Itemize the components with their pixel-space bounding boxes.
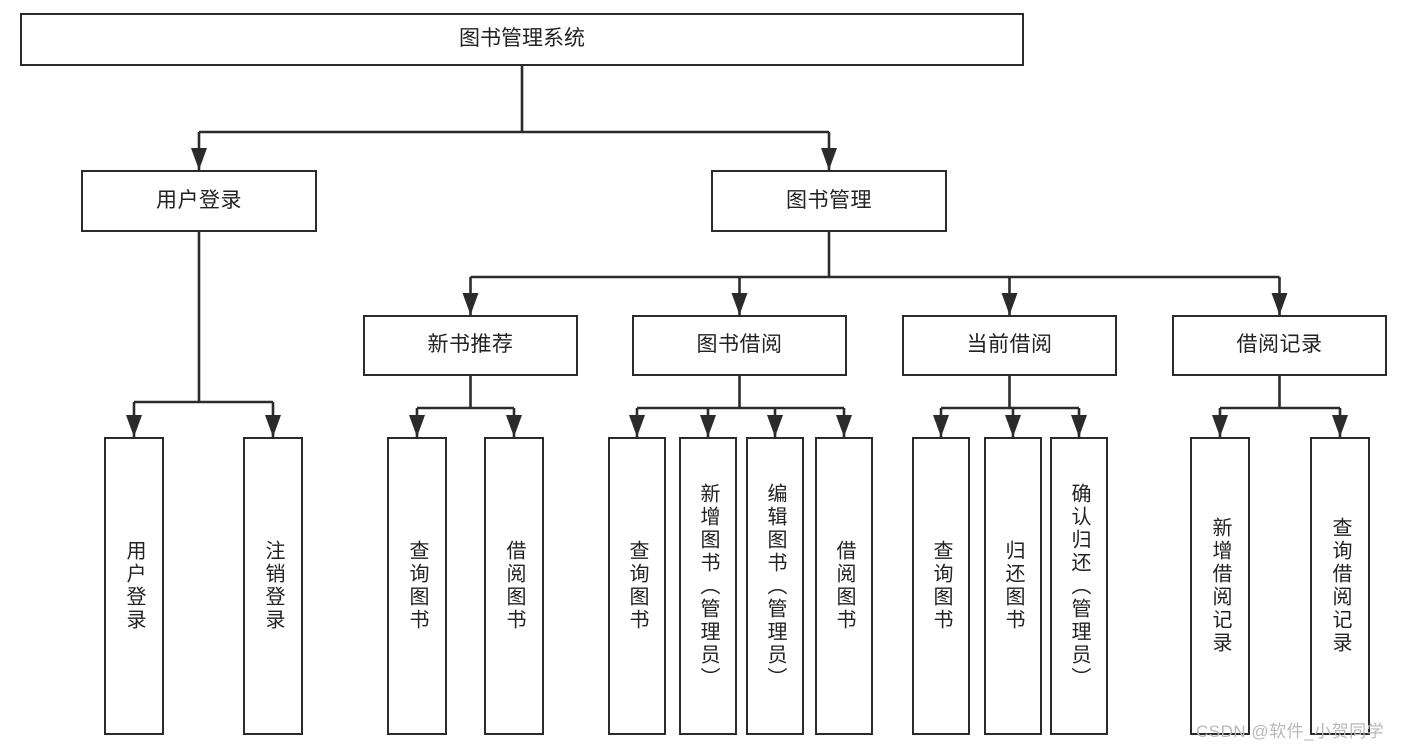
node-newbook[interactable]: 新书推荐 (363, 315, 578, 376)
node-leaf-login[interactable]: 用户登录 (104, 437, 164, 735)
node-records[interactable]: 借阅记录 (1172, 315, 1387, 376)
node-label: 新书推荐 (427, 333, 514, 357)
node-label: 查询图书 (930, 540, 952, 632)
node-current[interactable]: 当前借阅 (902, 315, 1117, 376)
node-leaf-bw-edit[interactable]: 编辑图书（管理员） (746, 437, 804, 735)
node-leaf-cr-query[interactable]: 查询图书 (912, 437, 970, 735)
node-leaf-bw-lend[interactable]: 借阅图书 (815, 437, 873, 735)
node-label: 借阅图书 (503, 540, 525, 632)
node-label: 查询图书 (626, 540, 648, 632)
node-leaf-cr-confirm[interactable]: 确认归还（管理员） (1050, 437, 1108, 735)
node-label: 用户登录 (156, 188, 242, 212)
node-label: 借阅记录 (1236, 333, 1323, 357)
node-login[interactable]: 用户登录 (81, 170, 317, 232)
node-leaf-bw-add[interactable]: 新增图书（管理员） (679, 437, 737, 735)
node-leaf-cr-return[interactable]: 归还图书 (984, 437, 1042, 735)
node-leaf-nb-query[interactable]: 查询图书 (387, 437, 447, 735)
node-leaf-nb-borrow[interactable]: 借阅图书 (484, 437, 544, 735)
node-borrow[interactable]: 图书借阅 (632, 315, 847, 376)
node-label: 编辑图书（管理员） (764, 482, 786, 690)
node-label: 查询借阅记录 (1329, 517, 1351, 655)
node-label: 当前借阅 (966, 333, 1053, 357)
node-label: 图书借阅 (696, 333, 783, 357)
node-leaf-logout[interactable]: 注销登录 (243, 437, 303, 735)
node-label: 图书管理系统 (459, 27, 585, 51)
node-label: 查询图书 (406, 540, 428, 632)
node-label: 用户登录 (123, 540, 145, 632)
node-label: 图书管理 (786, 188, 872, 212)
node-leaf-bw-query[interactable]: 查询图书 (608, 437, 666, 735)
node-label: 确认归还（管理员） (1068, 482, 1090, 690)
node-label: 新增借阅记录 (1209, 517, 1231, 655)
node-leaf-rc-query[interactable]: 查询借阅记录 (1310, 437, 1370, 735)
node-label: 新增图书（管理员） (697, 482, 719, 690)
node-label: 注销登录 (262, 540, 284, 632)
node-leaf-rc-add[interactable]: 新增借阅记录 (1190, 437, 1250, 735)
watermark-label: CSDN @软件_小贺同学 (1196, 722, 1385, 741)
node-root[interactable]: 图书管理系统 (20, 13, 1024, 66)
node-bookmgmt[interactable]: 图书管理 (711, 170, 947, 232)
node-label: 归还图书 (1002, 540, 1024, 632)
node-label: 借阅图书 (833, 540, 855, 632)
